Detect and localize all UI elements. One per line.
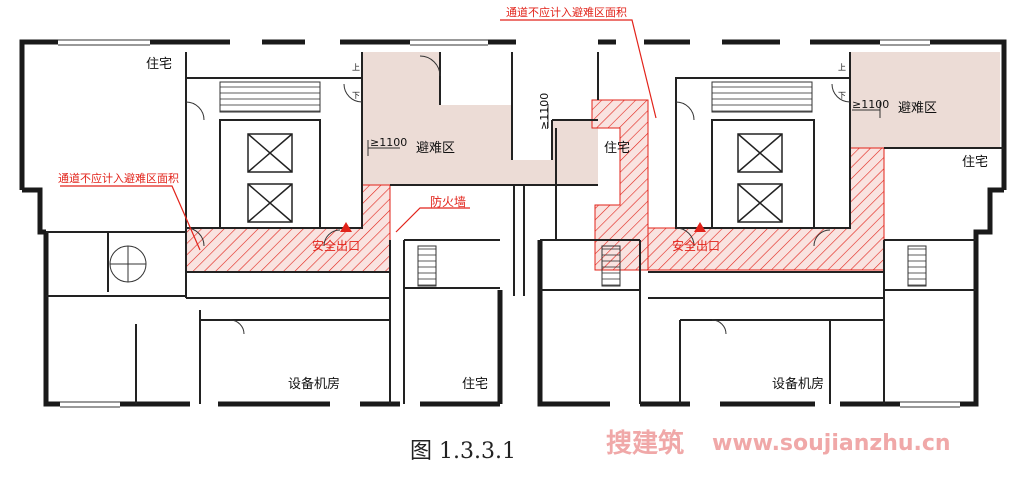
stair-down-mark-right: 下 bbox=[838, 91, 846, 100]
stair-down-mark-left: 下 bbox=[352, 91, 360, 100]
label-fire-wall: 防火墙 bbox=[430, 194, 466, 209]
safety-exit-marker-right bbox=[694, 222, 706, 232]
stair-up-mark-left: 上 bbox=[352, 63, 360, 72]
dimension-marks bbox=[367, 102, 881, 156]
label-safety-exit-right: 安全出口 bbox=[672, 238, 720, 253]
label-dim-center: ≥1100 bbox=[538, 93, 551, 130]
refuge-area-left bbox=[362, 52, 598, 185]
corridor-hatch-center bbox=[591, 99, 649, 271]
label-safety-exit-left: 安全出口 bbox=[312, 238, 360, 253]
stair-up-mark-right: 上 bbox=[838, 63, 846, 72]
doors bbox=[185, 55, 851, 335]
interior-walls bbox=[46, 52, 1004, 404]
label-residence-bottom: 住宅 bbox=[462, 377, 488, 392]
figure-caption: 图 1.3.3.1 bbox=[410, 439, 516, 464]
label-dim-left: ≥1100 bbox=[370, 136, 407, 149]
label-residence-top-left: 住宅 bbox=[146, 57, 172, 72]
safety-exit-marker-left bbox=[340, 222, 352, 232]
label-refuge-area-right: 避难区 bbox=[898, 101, 937, 116]
refuge-area-right bbox=[850, 52, 1000, 148]
label-refuge-area-left: 避难区 bbox=[416, 141, 455, 156]
watermark-brand: 搜建筑 bbox=[606, 428, 684, 459]
label-corridor-note-top: 通道不应计入避难区面积 bbox=[506, 5, 627, 19]
stairs bbox=[109, 81, 927, 287]
label-residence-center: 住宅 bbox=[604, 141, 630, 156]
label-equipment-room-right: 设备机房 bbox=[772, 376, 824, 392]
label-dim-right: ≥1100 bbox=[852, 98, 889, 111]
label-residence-right: 住宅 bbox=[962, 155, 988, 170]
label-corridor-note-left: 通道不应计入避难区面积 bbox=[58, 171, 179, 185]
annotation-leaders bbox=[60, 19, 657, 251]
windows bbox=[58, 39, 960, 408]
elevators bbox=[247, 133, 783, 223]
exterior-walls bbox=[19, 39, 1007, 407]
label-equipment-room-left: 设备机房 bbox=[288, 376, 340, 392]
watermark-url: www.soujianzhu.cn bbox=[712, 431, 951, 456]
